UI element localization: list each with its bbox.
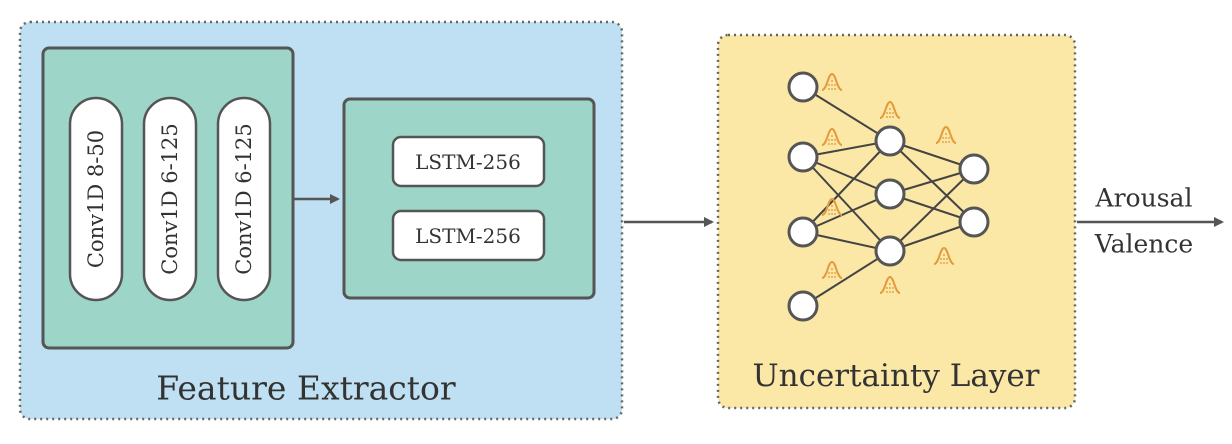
hidden-node bbox=[874, 178, 906, 210]
lstm-block bbox=[342, 97, 596, 300]
gaussian-icon bbox=[879, 275, 901, 294]
output-node bbox=[958, 153, 990, 185]
lstm-layer-label: LSTM-256 bbox=[415, 150, 521, 174]
gaussian-icon bbox=[933, 246, 955, 265]
lstm-layer: LSTM-256 bbox=[391, 209, 546, 262]
hidden-node bbox=[874, 235, 906, 267]
distribution-icons bbox=[821, 72, 957, 294]
gaussian-icon bbox=[821, 127, 843, 146]
output-label-arousal: Arousal bbox=[1095, 184, 1193, 213]
conv-layer: Conv1D 8-50 bbox=[68, 96, 124, 302]
feature-extractor-label: Feature Extractor bbox=[156, 369, 456, 408]
output-node bbox=[958, 206, 990, 238]
conv-layer: Conv1D 6-125 bbox=[216, 96, 272, 302]
lstm-layer-label: LSTM-256 bbox=[415, 224, 521, 248]
conv-layer-label: Conv1D 6-125 bbox=[232, 123, 256, 275]
conv-layer-label: Conv1D 6-125 bbox=[158, 123, 182, 275]
gaussian-icon bbox=[821, 260, 843, 279]
input-node bbox=[787, 216, 819, 248]
output-label-valence: Valence bbox=[1094, 230, 1193, 259]
input-node bbox=[787, 71, 819, 103]
input-node bbox=[787, 141, 819, 173]
gaussian-icon bbox=[821, 197, 843, 216]
lstm-layer: LSTM-256 bbox=[391, 135, 546, 188]
uncertainty-layer-panel bbox=[716, 33, 1077, 410]
gaussian-icon bbox=[879, 100, 901, 119]
input-node bbox=[787, 290, 819, 322]
gaussian-icon bbox=[935, 125, 957, 144]
hidden-node bbox=[874, 125, 906, 157]
network-nodes bbox=[787, 71, 990, 322]
gaussian-icon bbox=[821, 72, 843, 91]
uncertainty-layer-label: Uncertainty Layer bbox=[752, 358, 1039, 394]
conv-layer-label: Conv1D 8-50 bbox=[84, 130, 108, 268]
conv-layer: Conv1D 6-125 bbox=[142, 96, 198, 302]
